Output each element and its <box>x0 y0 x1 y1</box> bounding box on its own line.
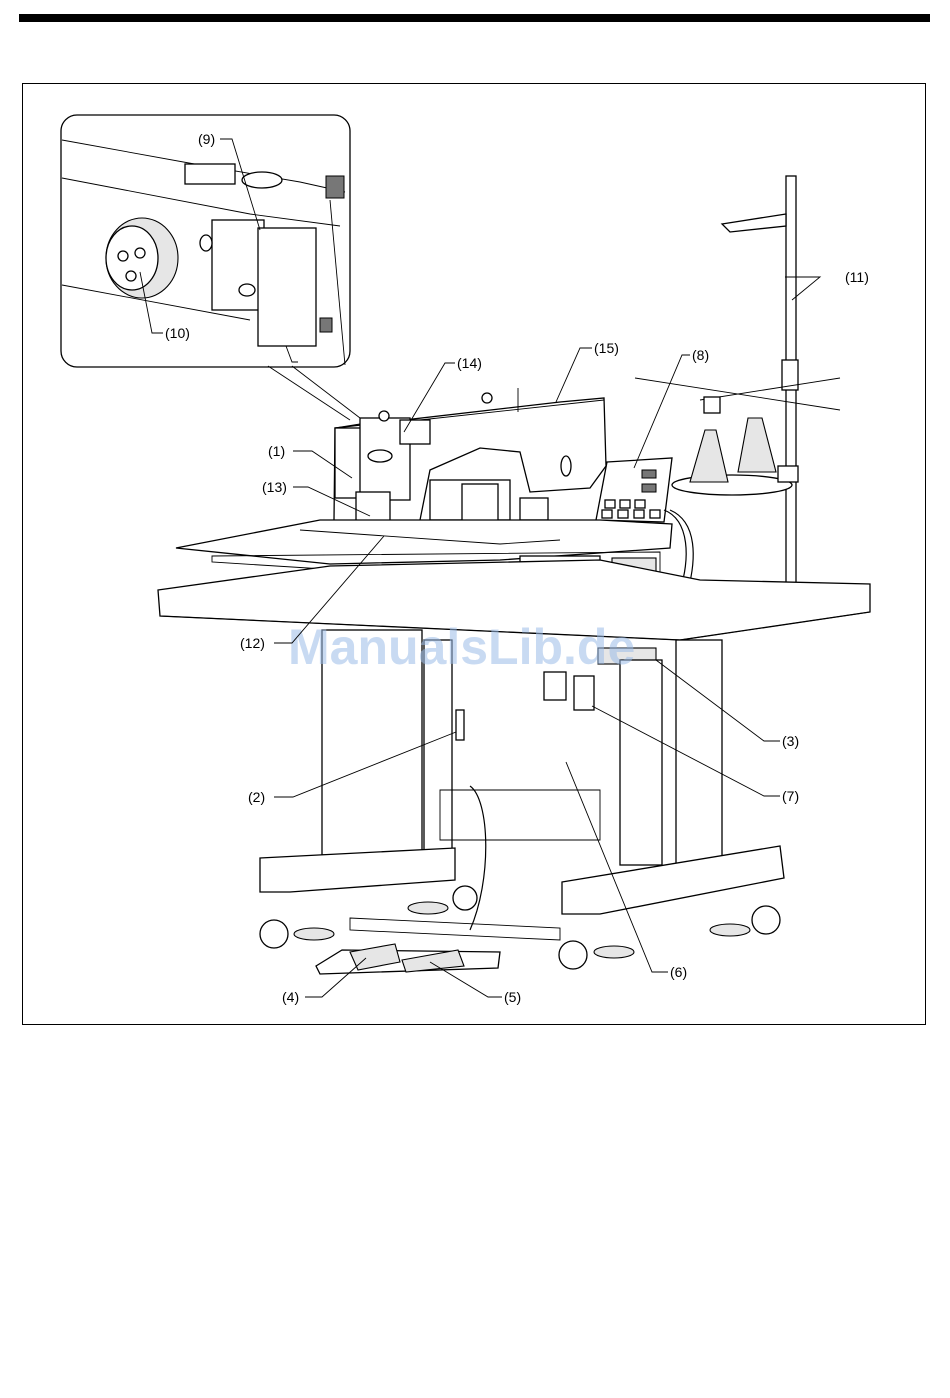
callout-14: (14) <box>457 355 482 371</box>
callout-9: (9) <box>198 131 215 147</box>
callout-1: (1) <box>268 443 285 459</box>
callout-5: (5) <box>504 989 521 1005</box>
callout-4: (4) <box>282 989 299 1005</box>
callout-15: (15) <box>594 340 619 356</box>
watermark: ManualsLib.de <box>288 619 635 675</box>
detail-inset <box>61 115 350 367</box>
callout-3: (3) <box>782 733 799 749</box>
callout-11: (11) <box>845 269 869 285</box>
table-stand <box>260 630 784 969</box>
thread-cone-left <box>690 430 728 482</box>
callout-7: (7) <box>782 788 799 804</box>
callout-8: (8) <box>692 347 709 363</box>
callout-2: (2) <box>248 789 265 805</box>
callout-6: (6) <box>670 964 687 980</box>
foot-pedals <box>316 944 500 974</box>
machine-head <box>334 388 606 528</box>
callout-12: (12) <box>240 635 265 651</box>
thread-cone-right <box>738 418 776 472</box>
callout-10: (10) <box>165 325 190 341</box>
callout-13: (13) <box>262 479 287 495</box>
